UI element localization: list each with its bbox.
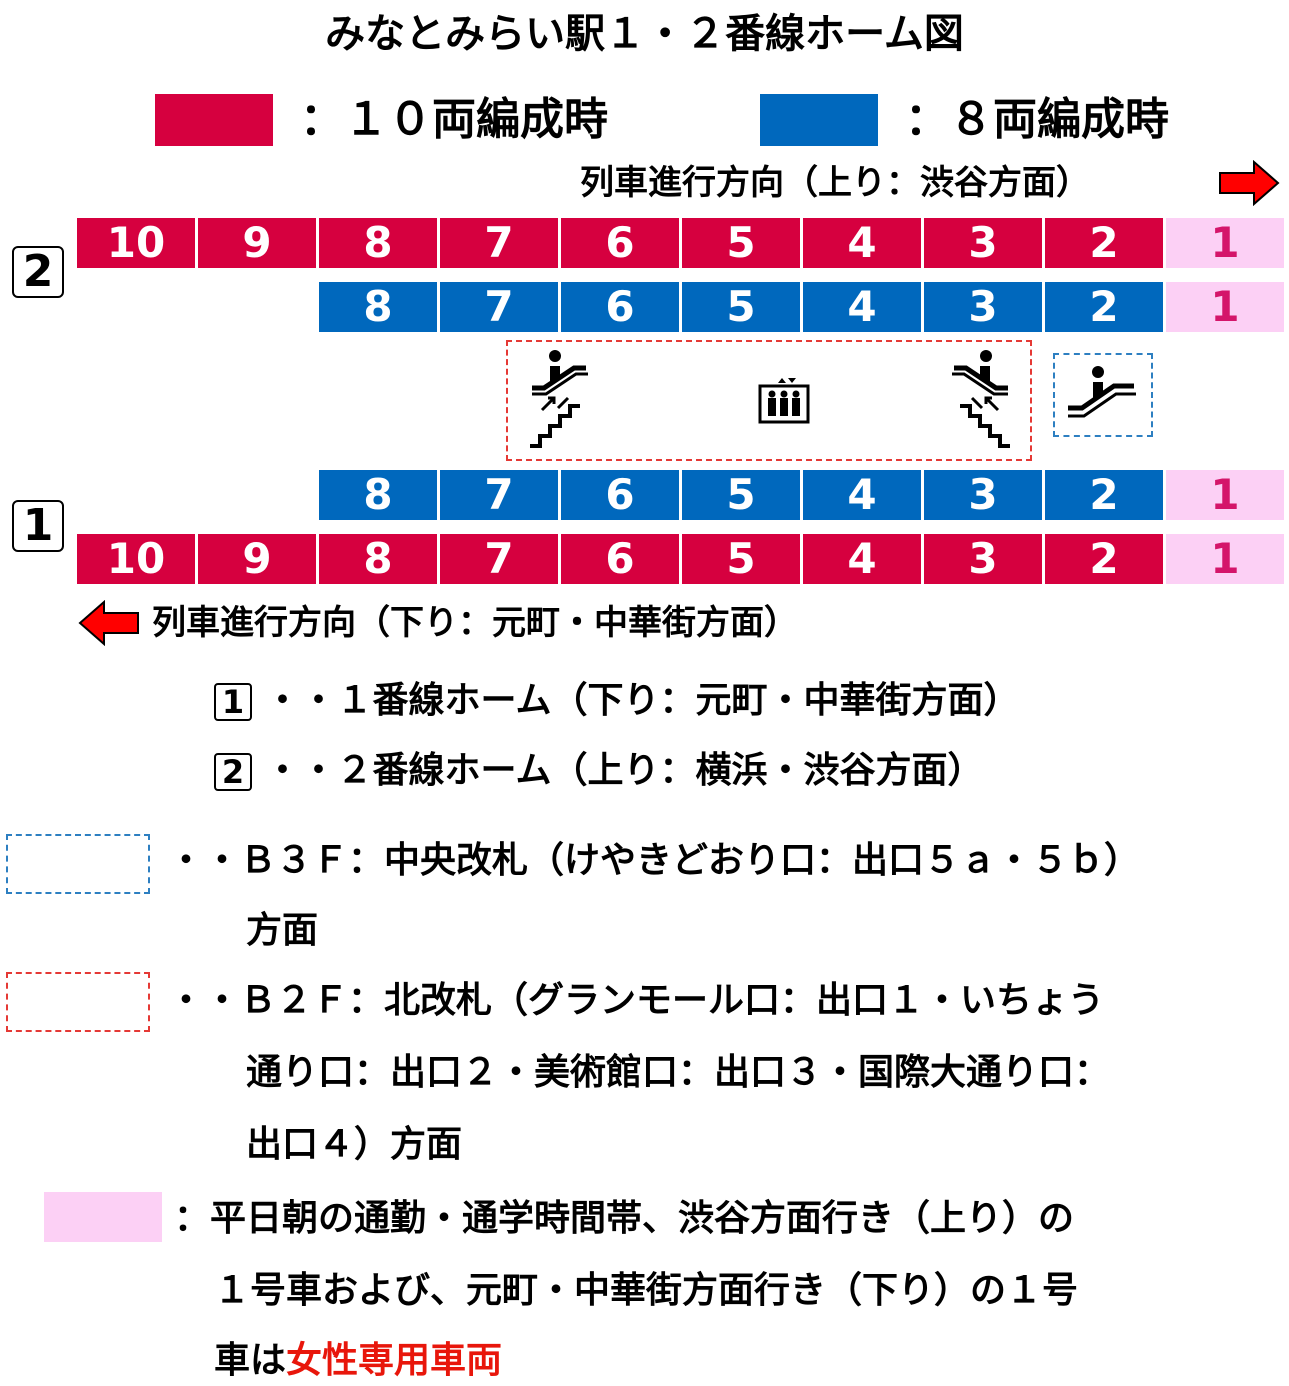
car-number: 2 <box>1045 534 1163 584</box>
b2f-note-line-2: 通り口：出口２・美術館口：出口３・国際大通り口： <box>246 1052 1111 1093</box>
legend-swatch-8-car <box>760 94 878 146</box>
b3f-note-line-1: ・・Ｂ３Ｆ：中央改札（けやきどおり口：出口５ａ・５ｂ） <box>168 840 1141 881</box>
car-number: 6 <box>561 282 679 332</box>
car-number: 5 <box>682 218 800 268</box>
direction-up-label: 列車進行方向（上り：渋谷方面） <box>580 163 1090 203</box>
legend-swatch-10-car <box>155 94 273 146</box>
b2f-north-gate-area <box>506 340 1032 461</box>
b2f-note-line-3: 出口４）方面 <box>246 1124 463 1165</box>
women-only-car: 1 <box>1166 470 1284 520</box>
car-number: 10 <box>77 534 195 584</box>
b3f-legend-box <box>6 834 150 894</box>
platform-note-track-1: 1 ・・１番線ホーム（下り：元町・中華街方面） <box>214 678 1019 724</box>
car-number: 7 <box>440 470 558 520</box>
page-title: みなとみらい駅１・２番線ホーム図 <box>325 11 964 57</box>
car-number: 3 <box>924 218 1042 268</box>
b3f-central-gate-area <box>1053 353 1153 437</box>
car-number: 4 <box>803 470 921 520</box>
car-number: 4 <box>803 282 921 332</box>
b3f-note-line-2: 方面 <box>246 910 319 951</box>
direction-down-label: 列車進行方向（下り：元町・中華街方面） <box>152 603 798 643</box>
car-number: 2 <box>1045 218 1163 268</box>
women-note-prefix: 車は <box>214 1340 287 1381</box>
car-number: 3 <box>924 282 1042 332</box>
car-number: 7 <box>440 534 558 584</box>
car-number: 2 <box>1045 282 1163 332</box>
car-number: 6 <box>561 534 679 584</box>
track-1-badge: 1 <box>12 500 64 552</box>
car-number: 7 <box>440 282 558 332</box>
car-number: 5 <box>682 282 800 332</box>
car-number: 3 <box>924 534 1042 584</box>
car-number: 8 <box>319 470 437 520</box>
car-number: 3 <box>924 470 1042 520</box>
b2f-legend-box <box>6 972 150 1032</box>
car-number: 8 <box>319 218 437 268</box>
car-number: 5 <box>682 470 800 520</box>
women-only-car: 1 <box>1166 534 1284 584</box>
escalator-icon <box>1068 366 1136 418</box>
b2f-note-line-1: ・・Ｂ２Ｆ：北改札（グランモール口：出口１・いちょう <box>168 980 1105 1021</box>
women-only-highlight: 女性専用車両 <box>286 1340 503 1381</box>
women-only-car: 1 <box>1166 218 1284 268</box>
women-only-car: 1 <box>1166 282 1284 332</box>
women-note-line-1: ：平日朝の通勤・通学時間帯、渋谷方面行き（上り）の <box>174 1198 1075 1239</box>
car-number: 8 <box>319 534 437 584</box>
arrow-left-icon <box>78 600 139 646</box>
car-number: 7 <box>440 218 558 268</box>
track-2-badge: 2 <box>12 246 64 298</box>
car-number: 4 <box>803 534 921 584</box>
elevator-icon <box>758 378 810 424</box>
car-number: 5 <box>682 534 800 584</box>
women-note-line-2: １号車および、元町・中華街方面行き（下り）の１号 <box>214 1270 1079 1311</box>
platform-note-text: ・・１番線ホーム（下り：元町・中華街方面） <box>264 680 1020 721</box>
track-1-small-badge: 1 <box>214 683 252 721</box>
platform-note-text: ・・２番線ホーム（上り：横浜・渋谷方面） <box>264 750 984 791</box>
car-number: 8 <box>319 282 437 332</box>
escalator-stairs-icon <box>530 350 588 448</box>
legend-label-8-car: ：８両編成時 <box>905 94 1169 145</box>
car-number: 6 <box>561 218 679 268</box>
car-number: 9 <box>198 534 316 584</box>
track-2-small-badge: 2 <box>214 753 252 791</box>
car-number: 2 <box>1045 470 1163 520</box>
arrow-right-icon <box>1219 160 1280 206</box>
legend-label-10-car: ：１０両編成時 <box>300 94 608 145</box>
escalator-stairs-icon <box>952 350 1010 448</box>
car-number: 4 <box>803 218 921 268</box>
platform-note-track-2: 2 ・・２番線ホーム（上り：横浜・渋谷方面） <box>214 748 983 794</box>
car-number: 9 <box>198 218 316 268</box>
women-note-line-3: 車は女性専用車両 <box>214 1338 502 1384</box>
car-number: 10 <box>77 218 195 268</box>
car-number: 6 <box>561 470 679 520</box>
women-only-legend-swatch <box>44 1192 162 1242</box>
